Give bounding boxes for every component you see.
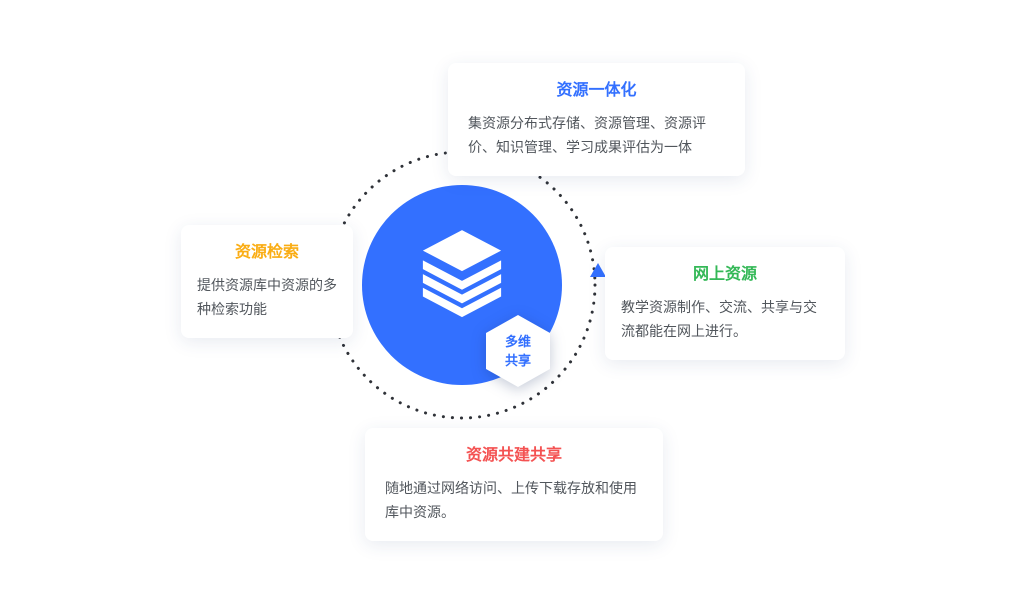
card-online-resources: 网上资源 教学资源制作、交流、共享与交流都能在网上进行。 [605,247,845,360]
arrow-up-icon [590,263,606,277]
card-co-construction-sharing: 资源共建共享 随地通过网络访问、上传下载存放和使用库中资源。 [365,428,663,541]
card-resource-search: 资源检索 提供资源库中资源的多种检索功能 [181,225,353,338]
card-body: 教学资源制作、交流、共享与交流都能在网上进行。 [621,299,817,339]
layers-icon [422,230,502,318]
card-title: 网上资源 [692,266,757,283]
card-body: 提供资源库中资源的多种检索功能 [197,277,337,317]
card-title: 资源一体化 [556,82,637,99]
card-title: 资源检索 [234,244,299,261]
card-title: 资源共建共享 [465,447,562,464]
card-resource-integration: 资源一体化 集资源分布式存储、资源管理、资源评价、知识管理、学习成果评估为一体 [448,63,745,176]
badge-hexagon-face: 多维 共享 [486,315,550,387]
badge-text-line-1: 多维 [504,333,531,349]
card-body: 集资源分布式存储、资源管理、资源评价、知识管理、学习成果评估为一体 [468,115,706,155]
card-body: 随地通过网络访问、上传下载存放和使用库中资源。 [385,480,637,520]
badge-hexagon: 多维 共享 [486,315,550,387]
badge-text-line-2: 共享 [504,352,531,368]
